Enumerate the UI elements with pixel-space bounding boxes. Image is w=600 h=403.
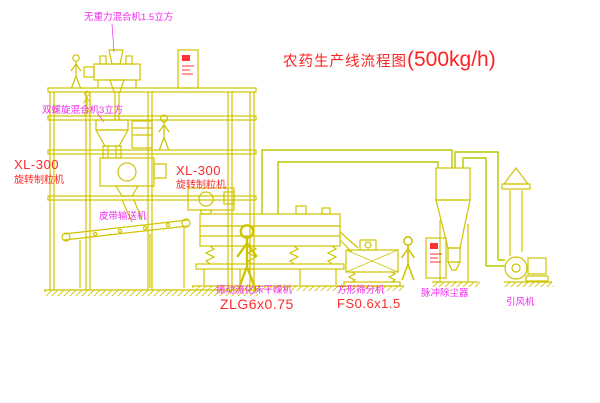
horizontal-mixer bbox=[83, 49, 141, 120]
square-sieve bbox=[338, 239, 404, 291]
label-granulator-left-model: XL-300 bbox=[14, 157, 59, 172]
label-granulator-mid-name: 旋转制粒机 bbox=[176, 180, 226, 191]
label-horizontal-mixer: 无重力混合机1.5立方 bbox=[84, 12, 174, 23]
label-dryer-name: 振动流化床干燥机 bbox=[216, 285, 293, 296]
label-dryer-model: ZLG6x0.75 bbox=[220, 296, 294, 312]
induced-draft-fan bbox=[504, 256, 554, 287]
leader-lines bbox=[97, 23, 115, 123]
label-granulator-left-name: 旋转制粒机 bbox=[14, 175, 64, 186]
label-screw-mixer: 双螺旋混合机3立方 bbox=[42, 105, 124, 116]
label-granulator-mid-model: XL-300 bbox=[176, 163, 221, 178]
label-sieve-name: 方形筛分机 bbox=[337, 285, 385, 296]
worker-figures bbox=[70, 54, 416, 292]
control-panel-lower bbox=[425, 237, 447, 279]
control-panel-upper bbox=[177, 49, 199, 89]
title-capacity: (500kg/h) bbox=[407, 48, 496, 71]
screw-mixer bbox=[94, 119, 153, 159]
exhaust-duct bbox=[261, 149, 505, 267]
fluid-bed-dryer bbox=[192, 205, 359, 291]
label-dust-collector: 脉冲除尘器 bbox=[421, 288, 469, 299]
label-sieve-model: FS0.6x1.5 bbox=[337, 296, 401, 311]
worker-figure bbox=[70, 54, 82, 89]
granulator-left bbox=[99, 157, 167, 223]
belt-conveyor bbox=[61, 218, 191, 288]
granulator-middle bbox=[187, 187, 235, 215]
exhaust-stack bbox=[501, 167, 531, 256]
title-text: 农药生产线流程图 bbox=[283, 54, 407, 70]
label-belt-conveyor: 皮带输送机 bbox=[99, 211, 147, 222]
worker-figure bbox=[400, 236, 416, 281]
cyclone-separator bbox=[432, 167, 480, 287]
diagram-title: 农药生产线流程图(500kg/h) bbox=[283, 48, 496, 72]
label-fan: 引风机 bbox=[506, 297, 535, 308]
